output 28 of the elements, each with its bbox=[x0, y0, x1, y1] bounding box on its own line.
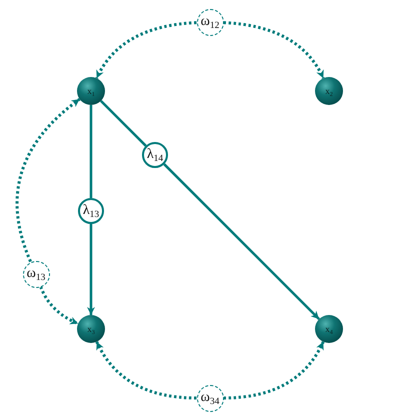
connector-line bbox=[100, 100, 147, 147]
node-label: x$_{4}$ bbox=[325, 324, 333, 334]
dotted-arrow bbox=[223, 341, 325, 400]
rate-circle bbox=[142, 142, 168, 168]
node-label: ω$_{12}$ bbox=[200, 15, 220, 29]
dotted-arrow bbox=[223, 21, 325, 79]
node-label: x$_{2}$ bbox=[325, 86, 333, 96]
dotted-arrow bbox=[16, 98, 81, 262]
node-label: x$_{3}$ bbox=[87, 324, 95, 334]
node-label: ω$_{34}$ bbox=[200, 391, 220, 405]
arrow bbox=[163, 163, 320, 320]
sphere-node bbox=[315, 77, 343, 105]
dotted-arrow bbox=[39, 286, 79, 325]
rate-circle bbox=[78, 198, 104, 224]
dotted-circle bbox=[22, 260, 50, 288]
dotted-arrow bbox=[95, 341, 197, 400]
sphere-node bbox=[77, 315, 105, 343]
arrow bbox=[87, 224, 95, 315]
node-label: ω$_{13}$ bbox=[26, 267, 46, 281]
node-label: λ$_{13}$ bbox=[82, 204, 100, 218]
node-label: λ$_{14}$ bbox=[146, 148, 164, 162]
sphere-node bbox=[77, 77, 105, 105]
connector-line bbox=[90, 105, 92, 198]
dotted-arrow bbox=[95, 21, 197, 79]
dotted-circle bbox=[196, 8, 224, 36]
dotted-circle bbox=[196, 384, 224, 412]
node-label: x$_{1}$ bbox=[87, 86, 95, 96]
sphere-node bbox=[315, 315, 343, 343]
